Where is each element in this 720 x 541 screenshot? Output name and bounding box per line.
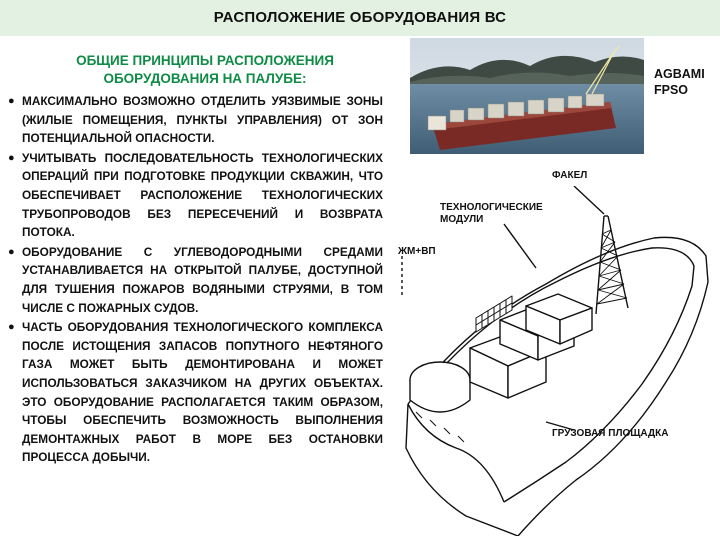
bullet-icon: ●	[8, 245, 15, 258]
principles-heading-line1: ОБЩИЕ ПРИНЦИПЫ РАСПОЛОЖЕНИЯ	[76, 53, 334, 68]
fpso-photo	[410, 38, 644, 154]
principles-heading-line2: ОБОРУДОВАНИЯ НА ПАЛУБЕ:	[103, 71, 307, 86]
module-boxes	[469, 293, 593, 399]
modules-label: ТЕХНОЛОГИЧЕСКИЕ МОДУЛИ	[440, 202, 543, 226]
principle-item: ● УЧИТЫВАТЬ ПОСЛЕДОВАТЕЛЬНОСТЬ ТЕХНОЛОГИЧ…	[8, 149, 383, 242]
flare-label: ФАКЕЛ	[552, 170, 588, 181]
blast-wall	[475, 295, 513, 333]
flare-leader-line	[573, 185, 605, 215]
principle-text: УЧИТЫВАТЬ ПОСЛЕДОВАТЕЛЬНОСТЬ ТЕХНОЛОГИЧЕ…	[22, 150, 383, 240]
principle-item: ● МАКСИМАЛЬНО ВОЗМОЖНО ОТДЕЛИТЬ УЯЗВИМЫЕ …	[8, 92, 383, 148]
page-title: РАСПОЛОЖЕНИЕ ОБОРУДОВАНИЯ ВС	[213, 9, 507, 26]
deck-layout-diagram	[396, 185, 720, 537]
principle-item: ● ОБОРУДОВАНИЕ С УГЛЕВОДОРОДНЫМИ СРЕДАМИ …	[8, 243, 383, 317]
bullet-icon: ●	[8, 151, 15, 164]
modules-label-line2: МОДУЛИ	[440, 214, 484, 225]
photo-caption-line2: FPSO	[654, 83, 689, 97]
principles-heading: ОБЩИЕ ПРИНЦИПЫ РАСПОЛОЖЕНИЯ ОБОРУДОВАНИЯ…	[40, 52, 370, 88]
modules-label-line1: ТЕХНОЛОГИЧЕСКИЕ	[440, 202, 543, 213]
flare-tower	[595, 215, 629, 315]
photo-caption-line1: AGBAMI	[654, 67, 705, 81]
cargo-leader-line	[545, 421, 575, 431]
bullet-icon: ●	[8, 321, 15, 334]
modules-leader-line	[503, 223, 537, 269]
principle-item: ● ЧАСТЬ ОБОРУДОВАНИЯ ТЕХНОЛОГИЧЕСКОГО КОМ…	[8, 318, 383, 467]
principles-list: ● МАКСИМАЛЬНО ВОЗМОЖНО ОТДЕЛИТЬ УЯЗВИМЫЕ …	[8, 92, 383, 468]
cargo-area-label: ГРУЗОВАЯ ПЛОЩАДКА	[552, 428, 669, 439]
photo-caption: AGBAMI FPSO	[654, 66, 705, 98]
principle-text: ОБОРУДОВАНИЕ С УГЛЕВОДОРОДНЫМИ СРЕДАМИ У…	[22, 244, 383, 315]
living-quarters-label: ЖМ+ВП	[398, 246, 436, 257]
title-bar	[0, 0, 720, 36]
hull-outline	[405, 403, 519, 537]
principle-text: МАКСИМАЛЬНО ВОЗМОЖНО ОТДЕЛИТЬ УЯЗВИМЫЕ З…	[22, 94, 383, 146]
principle-text: ЧАСТЬ ОБОРУДОВАНИЯ ТЕХНОЛОГИЧЕСКОГО КОМП…	[22, 320, 383, 465]
bullet-icon: ●	[8, 95, 15, 107]
